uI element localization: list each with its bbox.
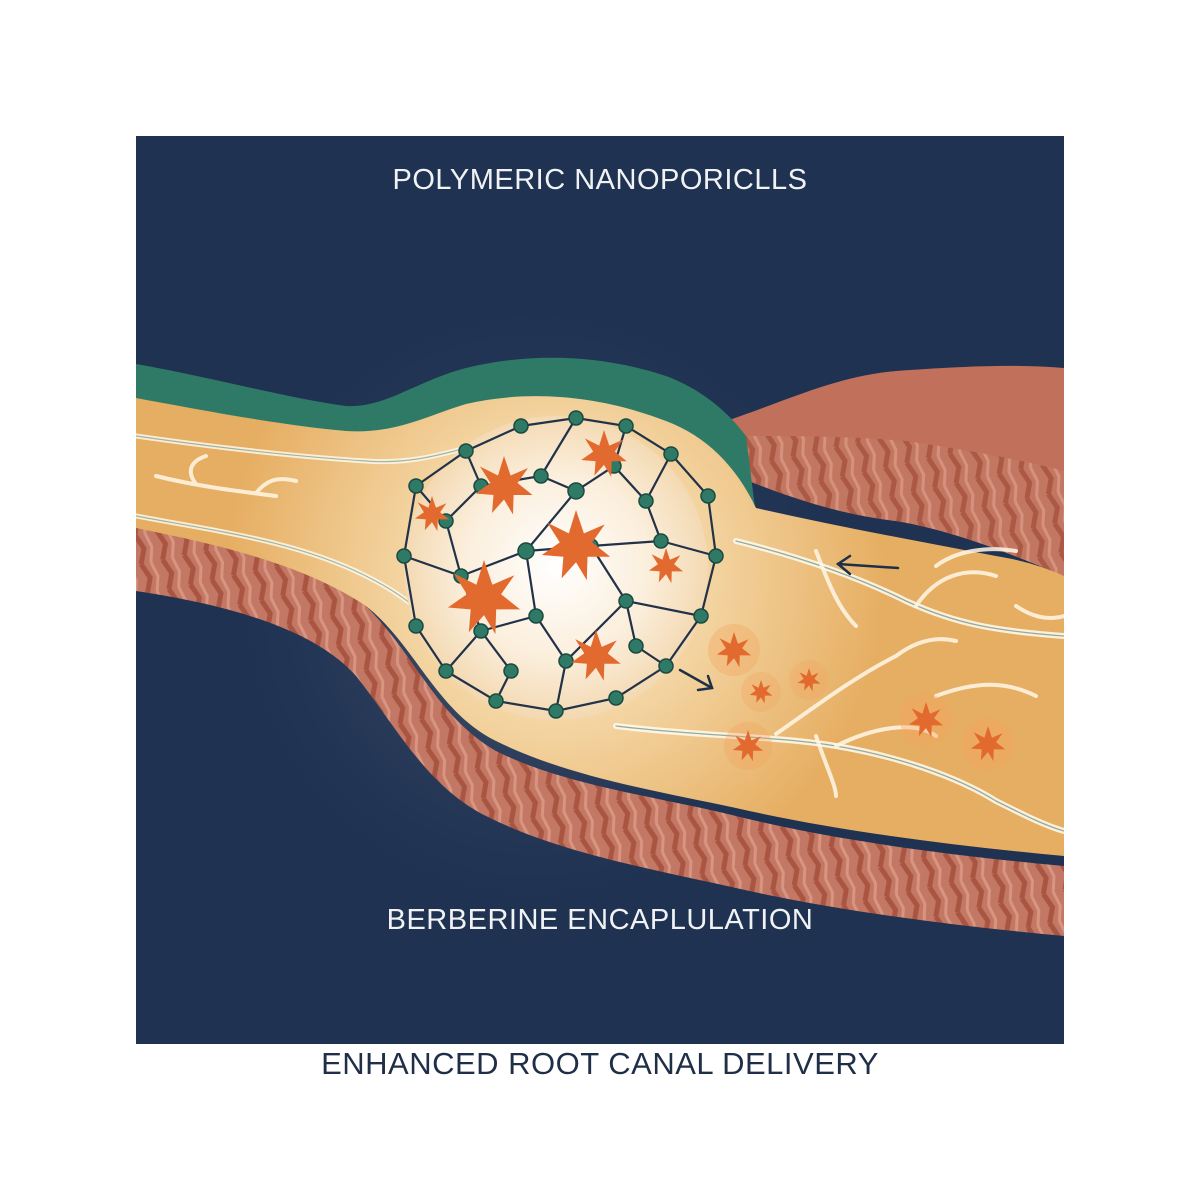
diagram-title: POLYMERIC NANOPORICLLS [392,164,808,196]
root-canal-illustration [136,136,1064,1044]
arrow-right-icon [678,668,714,692]
arrow-left-icon [835,554,900,576]
nanoparticle-sphere-icon [396,410,724,720]
diagram-subtitle: BERBERINE ENCAPLULATION [386,904,814,936]
gum-upper-stripes [736,436,1064,576]
figure-caption: ENHANCED ROOT CANAL DELIVERY [321,1046,879,1081]
released-particles [708,624,1014,770]
lattice-nodes [396,410,724,719]
enamel-band [136,357,756,516]
gum-lower [136,526,1064,936]
diagram-panel: POLYMERIC NANOPORICLLS BERBERINE ENCAPLU… [136,136,1064,1044]
